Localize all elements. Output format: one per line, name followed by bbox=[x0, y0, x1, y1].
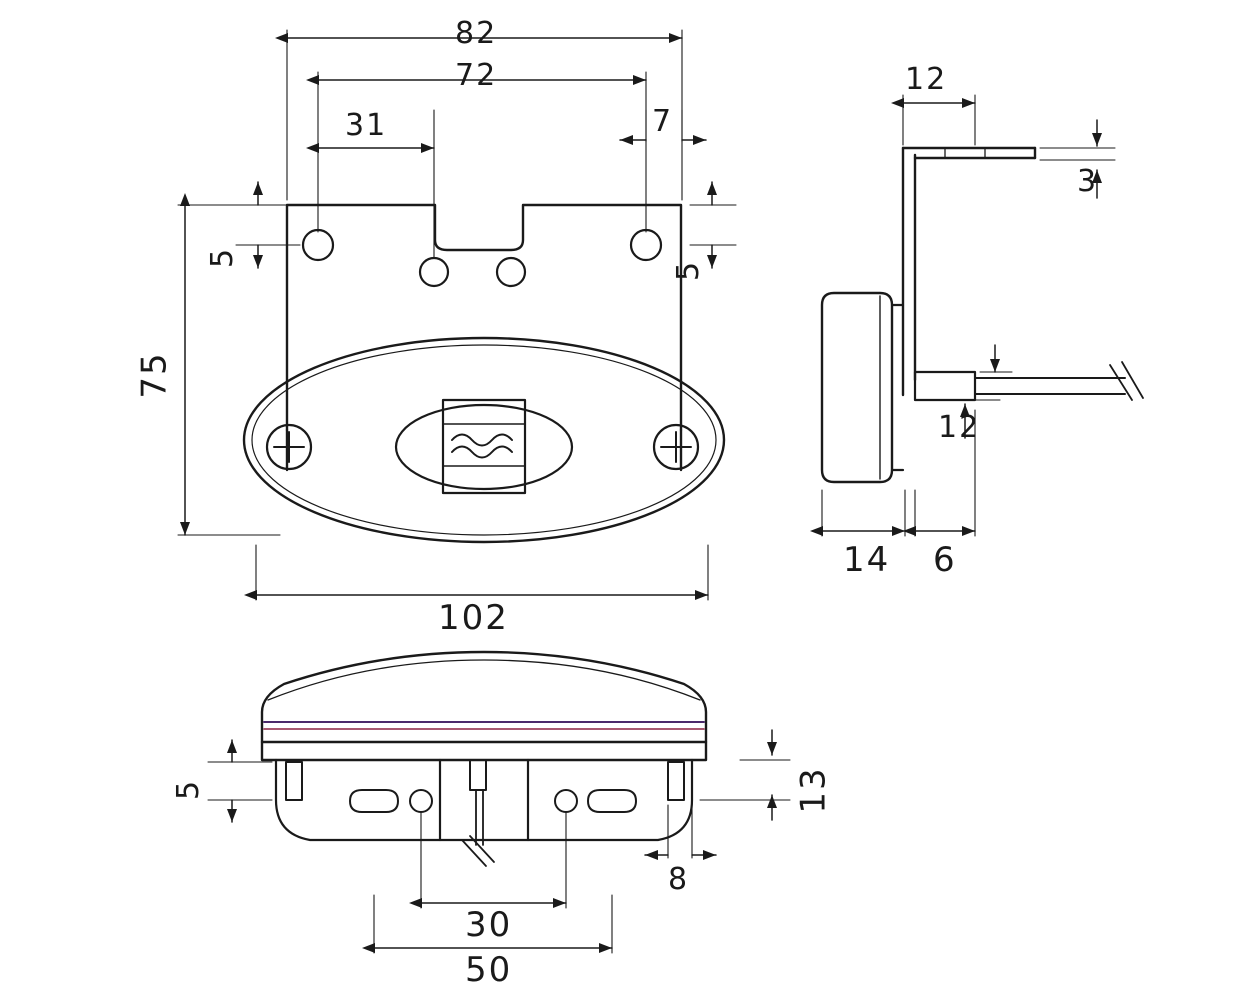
dim-front-top-edge-right: 5 bbox=[671, 259, 707, 282]
dim-side-bracket-thickness: 3 bbox=[1077, 164, 1099, 199]
dim-bottom-tab-width: 8 bbox=[668, 862, 690, 897]
side-view-geometry bbox=[820, 146, 1144, 484]
dim-bottom-body-height: 13 bbox=[793, 766, 834, 814]
dim-front-edge-offset: 7 bbox=[652, 104, 674, 139]
dim-front-lens-width: 102 bbox=[438, 598, 509, 638]
dim-side-bracket-width: 12 bbox=[905, 62, 948, 97]
dim-side-flange-depth: 6 bbox=[933, 540, 957, 580]
dim-front-overall-width: 82 bbox=[455, 16, 498, 51]
dim-side-cable-offset: 12 bbox=[938, 410, 981, 445]
front-view-dimensions bbox=[177, 29, 737, 601]
dim-front-hole-span: 72 bbox=[455, 58, 498, 93]
front-view-geometry bbox=[242, 203, 726, 544]
dim-side-body-depth: 14 bbox=[843, 540, 891, 580]
side-view-dimensions bbox=[810, 94, 1116, 537]
dim-bottom-foot-height: 5 bbox=[171, 778, 207, 801]
bottom-view-dimensions bbox=[207, 729, 791, 954]
dim-front-top-edge-left: 5 bbox=[205, 246, 241, 269]
dim-front-height: 75 bbox=[134, 351, 175, 399]
dim-front-notch-offset: 31 bbox=[345, 108, 388, 143]
dim-bottom-inner-span: 30 bbox=[465, 905, 513, 945]
bottom-view-geometry bbox=[260, 650, 708, 867]
dim-bottom-outer-span: 50 bbox=[465, 950, 513, 990]
